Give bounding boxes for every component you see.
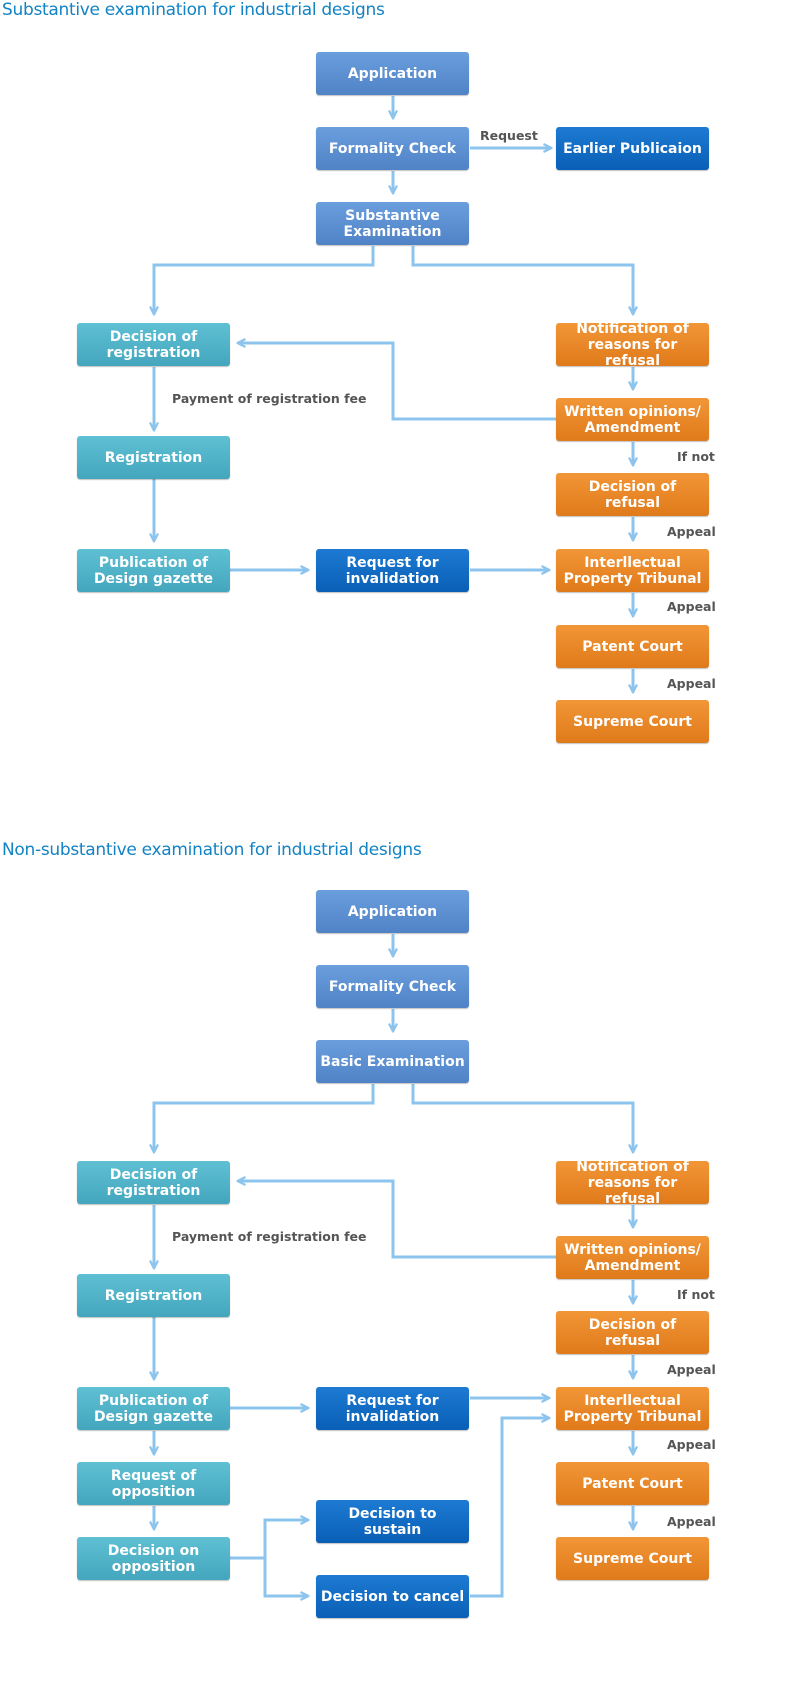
box-request-invalidation: Request for invalidation: [316, 549, 469, 592]
box-ip-tribunal: Interllectual Property Tribunal: [556, 1387, 709, 1430]
box-notification-refusal: Notification of reasons for refusal: [556, 1159, 709, 1207]
connector: [411, 246, 633, 314]
box-request-opposition: Request of opposition: [77, 1462, 230, 1505]
box-decision-of-registration: Decision of registration: [77, 1161, 230, 1204]
connector: [238, 343, 556, 421]
box-decision-to-cancel: Decision to cancel: [316, 1575, 469, 1618]
label-payment: Payment of registration fee: [172, 1229, 367, 1244]
box-formality-check: Formality Check: [316, 965, 469, 1008]
label-appeal: Appeal: [667, 676, 716, 691]
connector: [411, 1084, 633, 1152]
label-if-not: If not: [677, 1287, 715, 1302]
box-patent-court: Patent Court: [556, 625, 709, 668]
box-decision-to-sustain: Decision to sustain: [316, 1500, 469, 1543]
box-publication-gazette: Publication of Design gazette: [77, 549, 230, 592]
diagram-title-substantive: Substantive examination for industrial d…: [2, 0, 385, 20]
box-decision-of-refusal: Decision of refusal: [556, 1311, 709, 1354]
box-substantive-examination: Substantive Examination: [316, 202, 469, 245]
connector: [154, 246, 375, 314]
box-patent-court: Patent Court: [556, 1462, 709, 1505]
box-application: Application: [316, 890, 469, 933]
box-supreme-court: Supreme Court: [556, 1537, 709, 1580]
box-application: Application: [316, 52, 469, 95]
connector: [470, 1418, 549, 1598]
box-publication-gazette: Publication of Design gazette: [77, 1387, 230, 1430]
box-written-opinions: Written opinions/ Amendment: [556, 1236, 709, 1279]
connector: [154, 1084, 375, 1152]
label-appeal: Appeal: [667, 1362, 716, 1377]
box-decision-of-refusal: Decision of refusal: [556, 473, 709, 516]
connector: [238, 1181, 556, 1259]
box-supreme-court: Supreme Court: [556, 700, 709, 743]
box-written-opinions: Written opinions/ Amendment: [556, 398, 709, 441]
box-registration: Registration: [77, 436, 230, 479]
label-request: Request: [480, 128, 538, 143]
box-decision-on-opposition: Decision on opposition: [77, 1537, 230, 1580]
box-registration: Registration: [77, 1274, 230, 1317]
label-appeal: Appeal: [667, 1514, 716, 1529]
box-notification-refusal: Notification of reasons for refusal: [556, 321, 709, 369]
label-appeal: Appeal: [667, 599, 716, 614]
box-ip-tribunal: Interllectual Property Tribunal: [556, 549, 709, 592]
connector: [230, 1520, 308, 1560]
box-decision-of-registration: Decision of registration: [77, 323, 230, 366]
box-formality-check: Formality Check: [316, 127, 469, 170]
box-request-invalidation: Request for invalidation: [316, 1387, 469, 1430]
label-appeal: Appeal: [667, 524, 716, 539]
connector: [263, 1558, 308, 1596]
diagram-title-non-substantive: Non-substantive examination for industri…: [2, 840, 422, 860]
box-earlier-publication: Earlier Publicaion: [556, 127, 709, 170]
box-basic-examination: Basic Examination: [316, 1040, 469, 1083]
label-if-not: If not: [677, 449, 715, 464]
label-payment: Payment of registration fee: [172, 391, 367, 406]
label-appeal: Appeal: [667, 1437, 716, 1452]
